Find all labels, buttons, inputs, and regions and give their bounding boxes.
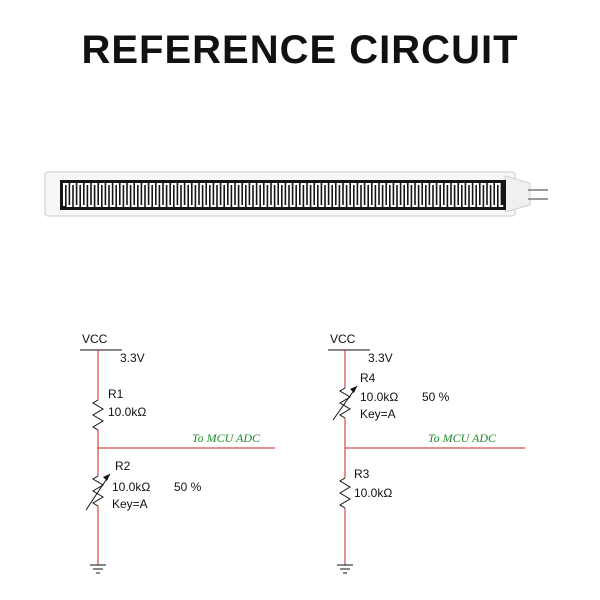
r3-value: 10.0kΩ — [354, 486, 392, 500]
r4-percent: 50 % — [422, 390, 450, 404]
supply-voltage: 3.3V — [120, 351, 145, 365]
page-title: REFERENCE CIRCUIT — [81, 28, 519, 72]
r1-value: 10.0kΩ — [108, 405, 146, 419]
arrow-head-icon — [350, 386, 357, 393]
ground-icon — [90, 564, 106, 574]
r1-name: R1 — [108, 387, 124, 401]
r2-key: Key=A — [112, 497, 148, 511]
circuit-right: VCC 3.3V R4 10.0kΩ 50 % Key=A To MCU ADC… — [328, 332, 525, 574]
r2-name: R2 — [115, 459, 131, 473]
resistor-r1 — [92, 399, 104, 431]
resistor-r3 — [339, 477, 351, 509]
arrow-head-icon — [103, 474, 110, 481]
circuit-left: VCC 3.3V R1 10.0kΩ To MCU ADC R2 10.0kΩ … — [80, 332, 275, 574]
mcu-adc-label: To MCU ADC — [192, 431, 261, 445]
r4-name: R4 — [360, 371, 376, 385]
r4-key: Key=A — [360, 407, 396, 421]
r4-value: 10.0kΩ — [360, 390, 398, 404]
supply-voltage: 3.3V — [368, 351, 393, 365]
r2-percent: 50 % — [174, 480, 202, 494]
vcc-label: VCC — [330, 332, 356, 346]
mcu-adc-label: To MCU ADC — [428, 431, 497, 445]
flex-sensor-image — [44, 171, 548, 217]
ground-icon — [337, 564, 353, 574]
r2-value: 10.0kΩ — [112, 480, 150, 494]
resistor-r4 — [339, 387, 351, 419]
resistor-r2 — [92, 475, 104, 507]
vcc-label: VCC — [82, 332, 108, 346]
r3-name: R3 — [354, 467, 370, 481]
